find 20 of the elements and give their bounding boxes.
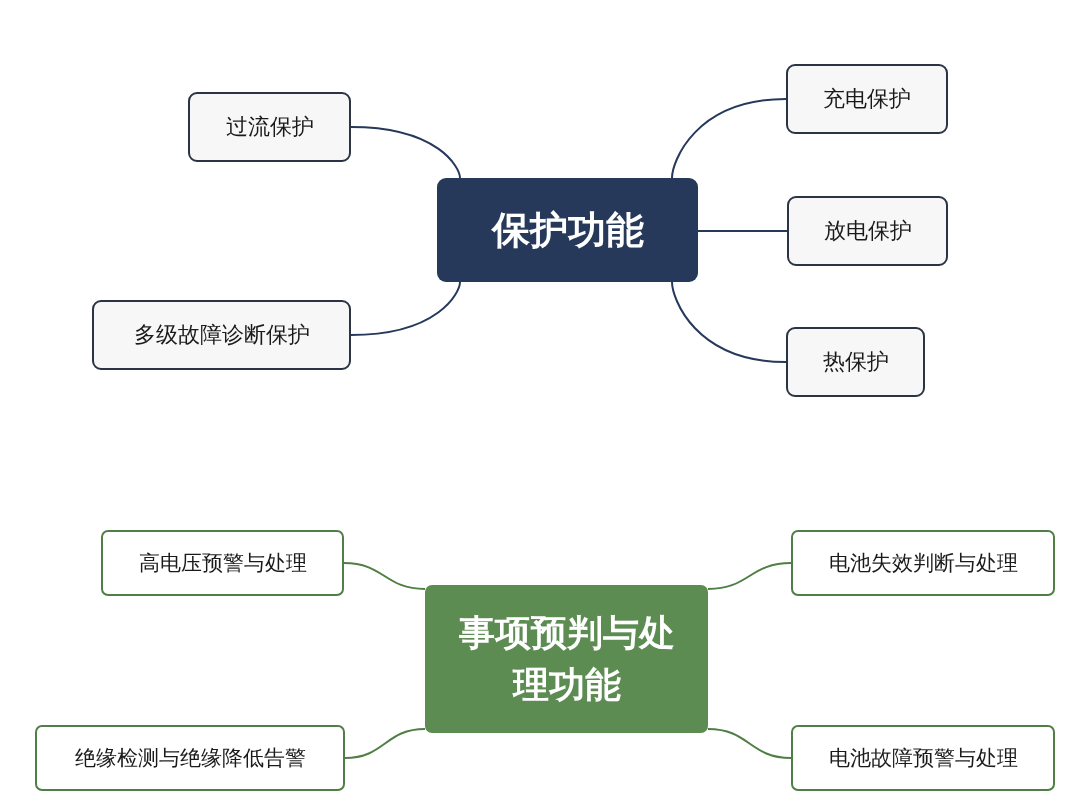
subtopic-box: 绝缘检测与绝缘降低告警 [35,725,345,791]
connector-line [697,230,788,232]
connector-line [350,126,461,179]
subtopic-box: 充电保护 [786,64,948,134]
subtopic-box: 热保护 [786,327,925,397]
subtopic-box: 高电压预警与处理 [101,530,344,596]
connector-line [350,281,461,336]
subtopic-box: 多级故障诊断保护 [92,300,351,370]
subtopic-box: 放电保护 [787,196,948,266]
connector-line [707,562,792,590]
connector-line [344,728,426,759]
connector-line [707,728,792,759]
connector-line [671,98,787,179]
subtopic-box: 电池失效判断与处理 [791,530,1055,596]
topic-box: 事项预判与处理功能 [425,585,708,733]
subtopic-box: 电池故障预警与处理 [791,725,1055,791]
connector-line [343,562,426,590]
topic-box: 保护功能 [437,178,698,282]
connector-line [671,281,787,363]
subtopic-box: 过流保护 [188,92,351,162]
